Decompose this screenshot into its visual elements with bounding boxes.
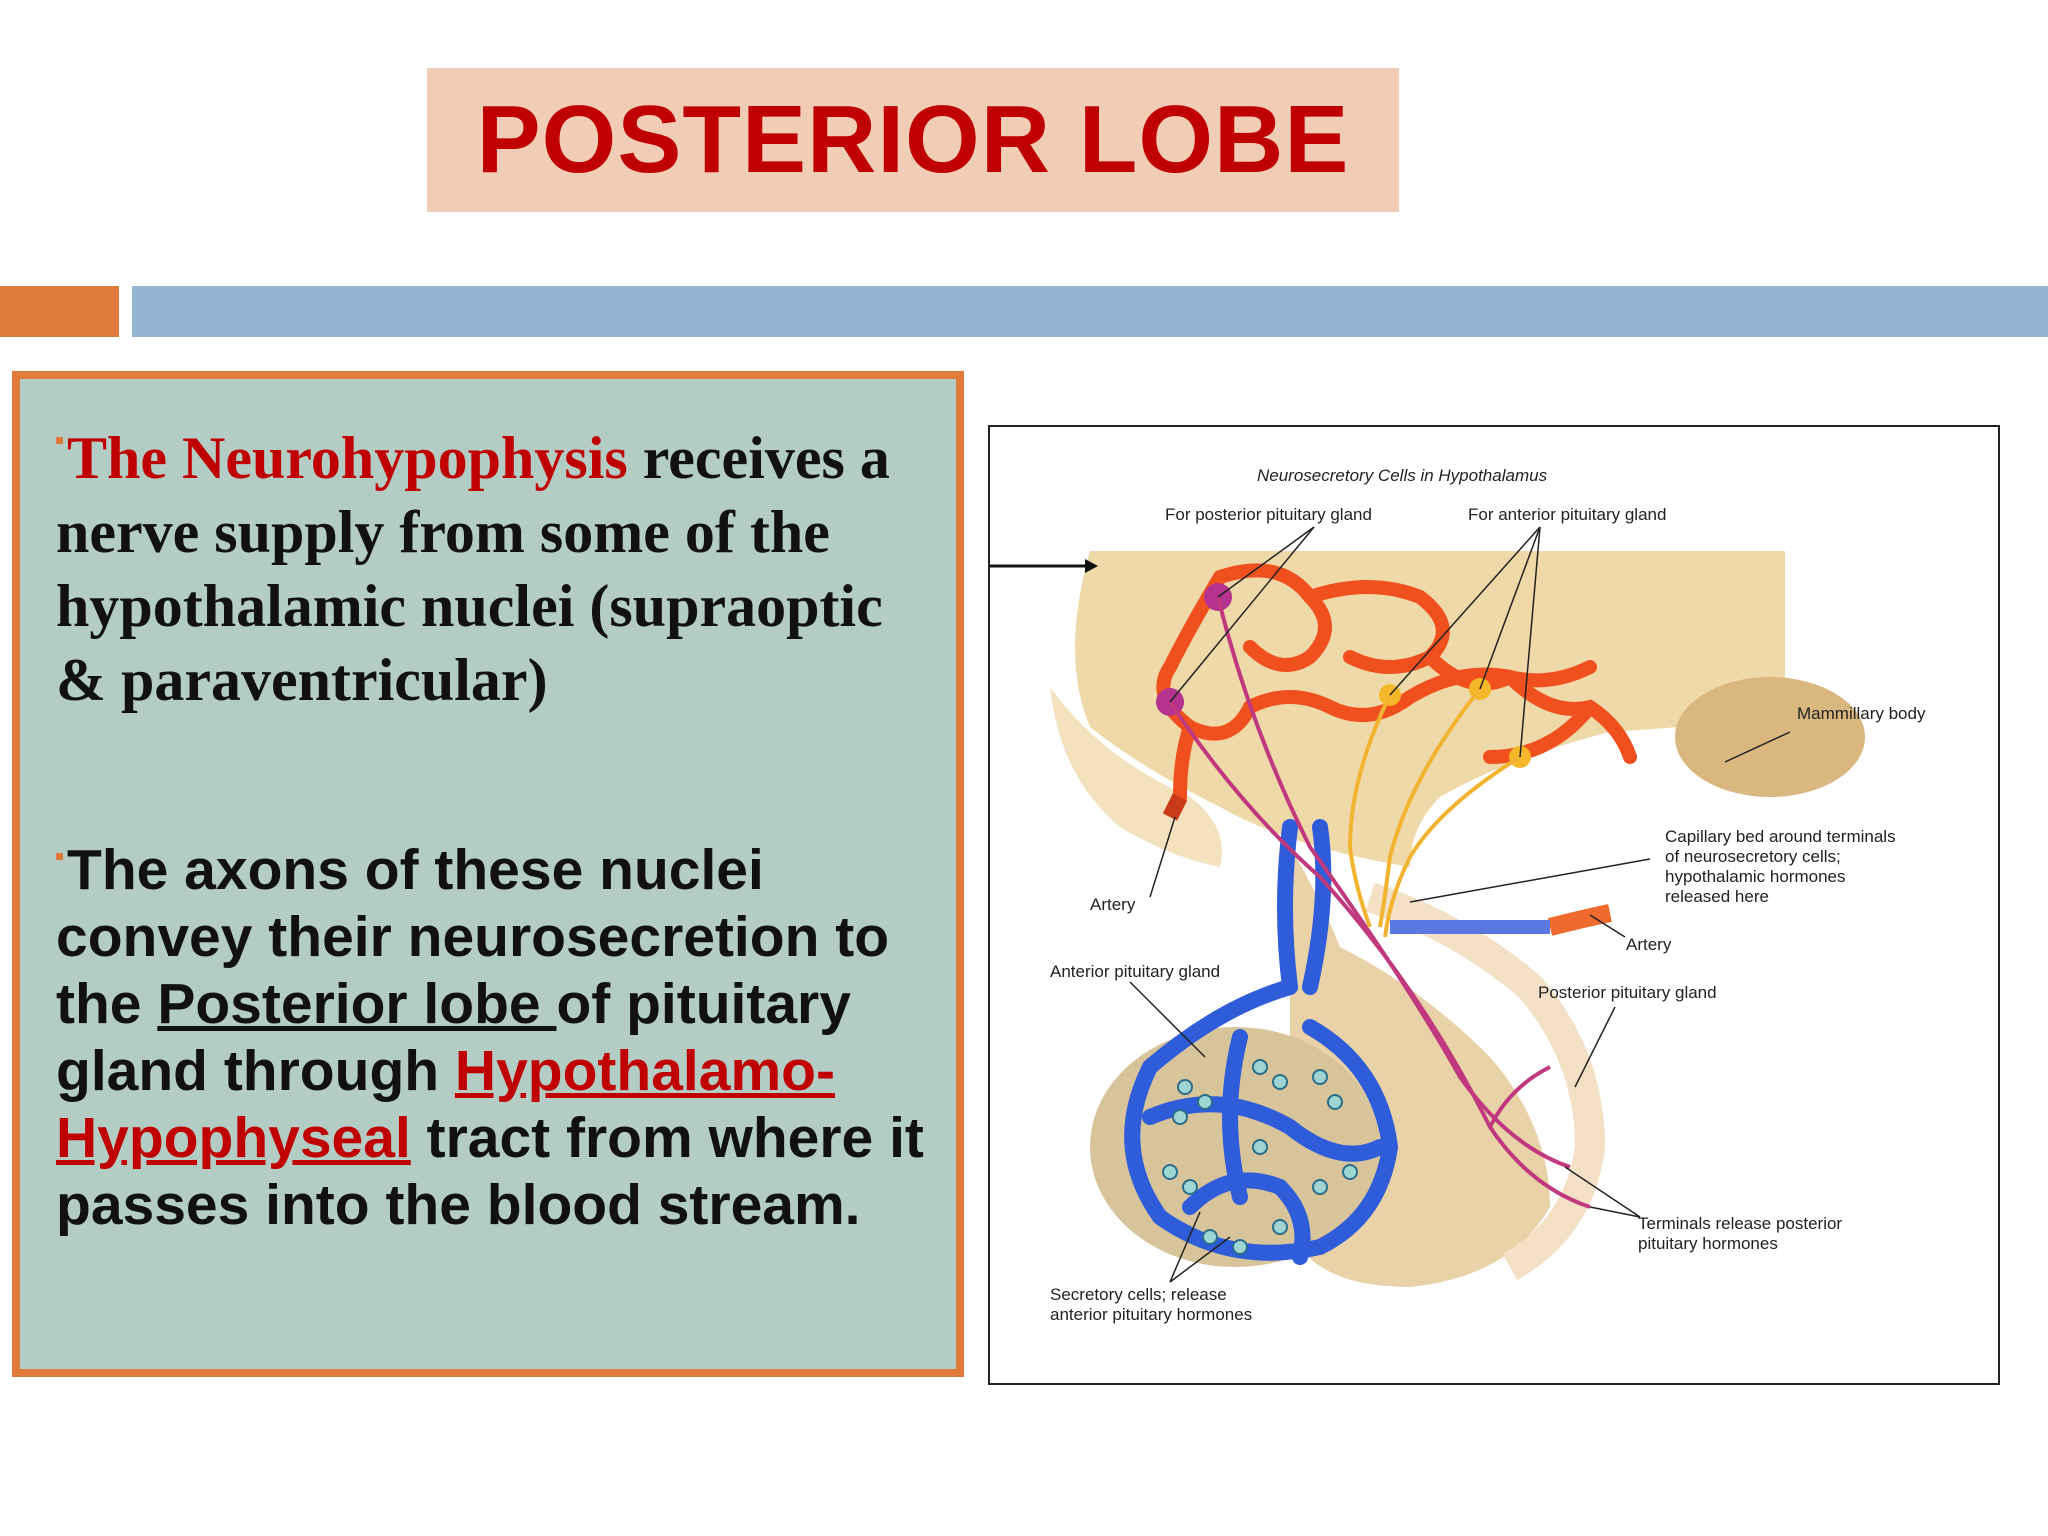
- paragraph2-part1: The axons of these nuclei convey their n…: [56, 838, 890, 1036]
- paragraph1-text: receives a nerve supply from some of the…: [56, 425, 890, 713]
- bullet-icon: [56, 853, 63, 860]
- label-capillary-1: Capillary bed around terminals: [1665, 827, 1896, 846]
- label-anterior-pituitary: Anterior pituitary gland: [1050, 962, 1220, 981]
- accent-bar-orange: [0, 286, 119, 337]
- label-posterior-pituitary: Posterior pituitary gland: [1538, 983, 1717, 1002]
- paragraph-axons: The axons of these nuclei convey their n…: [56, 837, 936, 1239]
- label-capillary-3: hypothalamic hormones: [1665, 867, 1845, 886]
- accent-bar-blue: [132, 286, 2048, 337]
- label-terminals-1: Terminals release posterior: [1638, 1214, 1842, 1233]
- pituitary-diagram: Neurosecretory Cells in Hypothalamus For…: [988, 425, 2000, 1385]
- slide-title: POSTERIOR LOBE: [476, 86, 1350, 193]
- label-posterior-gland: For posterior pituitary gland: [1165, 505, 1372, 524]
- hypothalamus-region: [1075, 551, 1785, 867]
- hypothalamo-hypophyseal-link[interactable]: Hypothalamo-Hypophyseal: [56, 1039, 835, 1170]
- optic-region: [1050, 687, 1222, 867]
- artery-right-vessel: [1547, 904, 1612, 936]
- label-capillary-4: released here: [1665, 887, 1769, 906]
- paragraph2-part3: tract from where it passes into the bloo…: [56, 1106, 924, 1237]
- label-artery-left: Artery: [1090, 895, 1136, 914]
- label-artery-right: Artery: [1626, 935, 1672, 954]
- paragraph-neurohypophysis: The Neurohypophysis receives a nerve sup…: [56, 421, 936, 717]
- label-anterior-gland: For anterior pituitary gland: [1468, 505, 1666, 524]
- paragraph2-part2: of pituitary gland through: [56, 972, 851, 1103]
- label-heading: Neurosecretory Cells in Hypothalamus: [1257, 466, 1548, 485]
- secretory-cells: [1162, 1059, 1358, 1255]
- label-secretory-1: Secretory cells; release: [1050, 1285, 1227, 1304]
- arrow-head-icon: [1085, 559, 1098, 573]
- bullet-icon: [56, 437, 63, 444]
- label-capillary-2: of neurosecretory cells;: [1665, 847, 1841, 866]
- text-panel: The Neurohypophysis receives a nerve sup…: [12, 371, 964, 1377]
- artery-left-vessel: [1162, 793, 1188, 821]
- mammillary-body-shape: [1675, 677, 1865, 797]
- leader-lines: [1129, 526, 1791, 1283]
- capillary-network: [1156, 563, 1637, 804]
- neurohypophysis-term: The Neurohypophysis: [67, 425, 628, 491]
- label-secretory-2: anterior pituitary hormones: [1050, 1305, 1252, 1324]
- title-banner: POSTERIOR LOBE: [427, 68, 1399, 212]
- magenta-axons: [1168, 596, 1591, 1209]
- posterior-lobe-term: Posterior lobe: [157, 972, 557, 1036]
- label-terminals-2: pituitary hormones: [1638, 1234, 1778, 1253]
- yellow-axons: [1347, 687, 1522, 938]
- pituitary-illustration: Neurosecretory Cells in Hypothalamus For…: [990, 466, 1926, 1324]
- label-mammillary-body: Mammillary body: [1797, 704, 1926, 723]
